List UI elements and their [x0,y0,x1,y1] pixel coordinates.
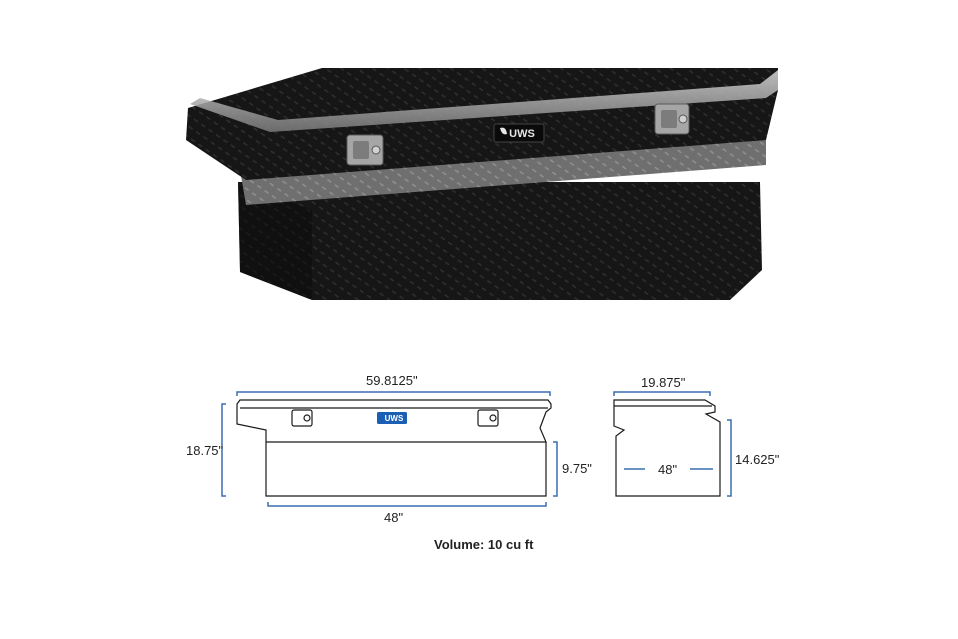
logo-text: UWS [509,128,535,140]
toolbox-lower-body [238,182,762,300]
dim-height-line [221,403,226,497]
right-latch-handle [654,103,690,135]
label-front-height: 18.75" [186,443,224,458]
dim-top-width-line [236,391,551,396]
label-side-height: 14.625" [735,452,780,467]
label-well-depth: 9.75" [562,461,592,476]
volume-text: Volume: 10 cu ft [434,537,534,552]
toolbox-trim-band [240,138,766,205]
label-bottom-width: 48" [384,510,404,525]
label-inner-length: 48" [658,462,678,477]
dim-well-depth-line [553,441,558,497]
front-lower-outline [265,442,547,497]
dim-side-height-line [727,419,732,497]
toolbox-lid [186,68,778,180]
front-right-latch [477,409,499,427]
uws-logo-badge: UWS [493,123,545,143]
side-outline [613,399,721,497]
label-top-width: 59.8125" [366,373,418,388]
front-lid-outline [236,399,552,443]
dim-depth-line [613,391,711,396]
dim-bottom-width-line [267,502,547,507]
front-logo-badge [377,412,407,424]
left-latch-handle [346,134,384,166]
front-left-latch [291,409,313,427]
svg-text:UWS: UWS [385,414,404,423]
label-side-depth: 19.875" [641,375,686,390]
